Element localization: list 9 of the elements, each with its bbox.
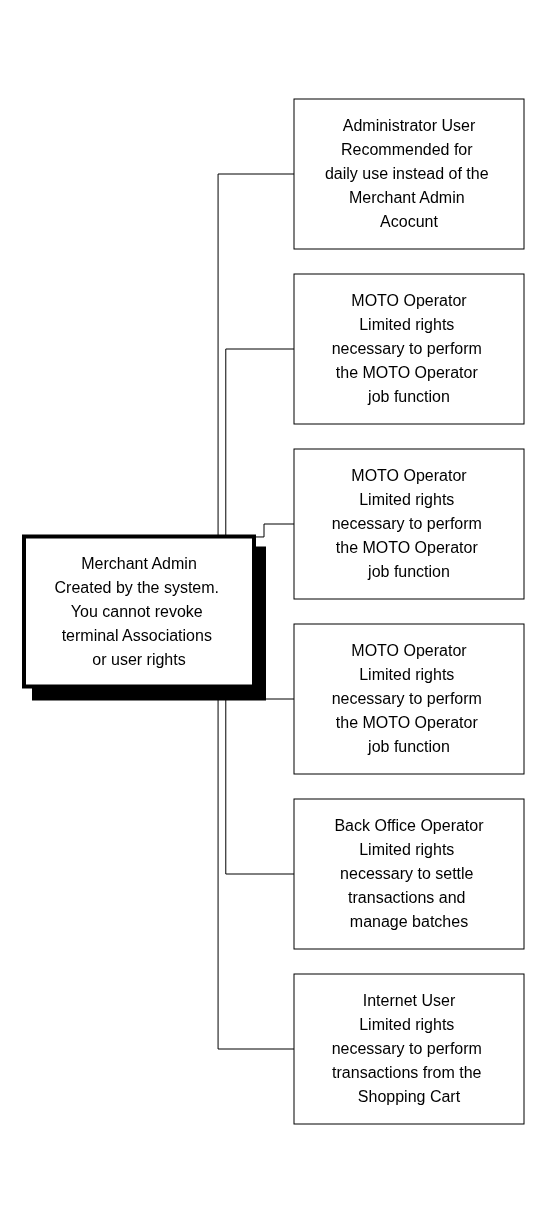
node-box: MOTO Operator Limited rights necessary to perform the MOTO Operator job function <box>293 623 524 774</box>
connector <box>253 523 294 537</box>
node-box: Back Office Operator Limited rights necessary to settle transactions and manage batches <box>293 798 524 949</box>
node-box: Merchant Admin Created by the system. You cannot revoke terminal Associations or user rights <box>21 534 256 688</box>
node-box: Administrator User Recommended for daily use instead of the Merchant Admin Acocunt <box>293 98 524 249</box>
node-box: MOTO Operator Limited rights necessary to perform the MOTO Operator job function <box>293 273 524 424</box>
connector <box>253 685 294 699</box>
node-box: MOTO Operator Limited rights necessary to perform the MOTO Operator job function <box>293 448 524 599</box>
node-box: Internet User Limited rights necessary to perform transactions from the Shopping Cart <box>293 973 524 1124</box>
